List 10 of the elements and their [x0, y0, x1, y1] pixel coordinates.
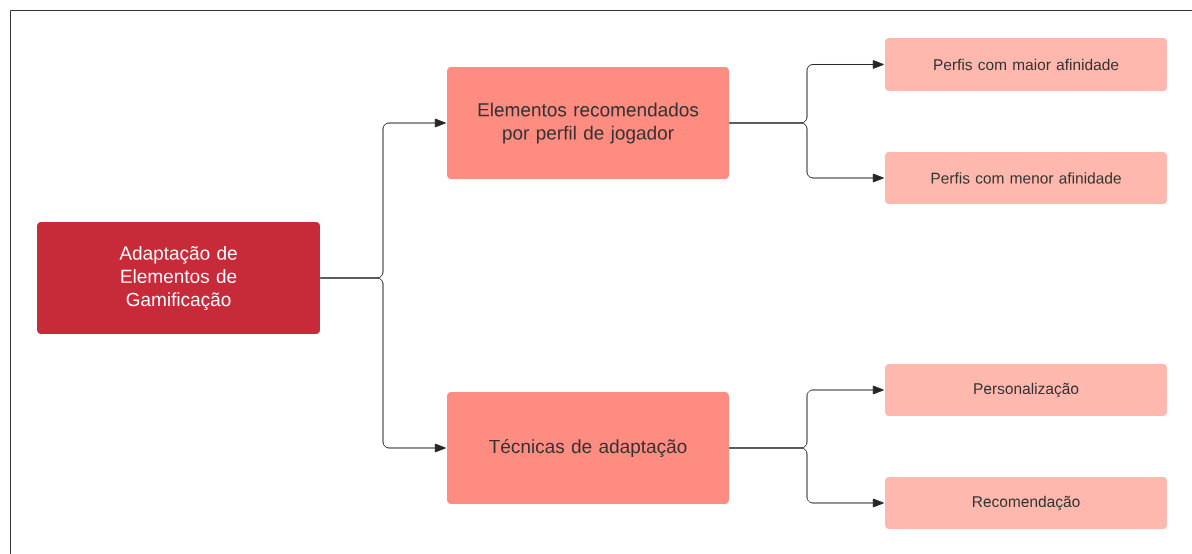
- arrow: [728, 122, 884, 183]
- arrow: [728, 447, 884, 508]
- item-box: Perfis com menor afinidade: [885, 152, 1167, 204]
- item-box: Personalização: [885, 364, 1167, 416]
- item-box: Recomendação: [885, 477, 1167, 529]
- arrow: [319, 277, 446, 453]
- root-box: Adaptação de Elementos de Gamificação: [37, 222, 320, 334]
- category-box: Técnicas de adaptação: [447, 392, 729, 504]
- item-box: Perfis com maior afinidade: [885, 38, 1167, 91]
- category-box: Elementos recomendados por perfil de jogador: [447, 67, 729, 179]
